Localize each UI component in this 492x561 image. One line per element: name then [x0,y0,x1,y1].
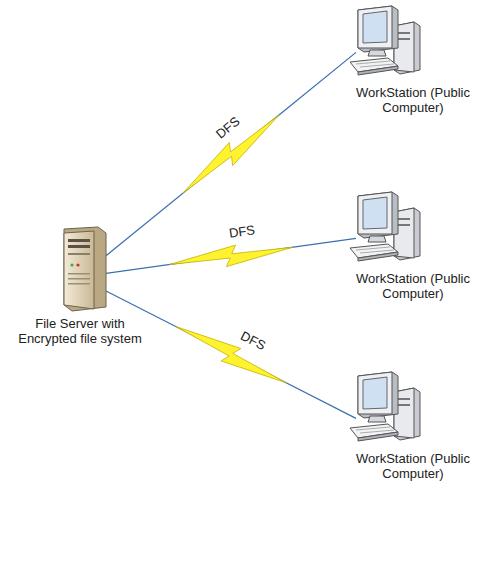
node-label: File Server with Encrypted file system [8,316,152,346]
link-label: DFS [237,328,270,354]
workstation: WorkStation (Public Computer) [338,190,488,301]
link-label: DFS [212,113,244,143]
workstation-icon [348,370,424,448]
node-label: WorkStation (Public Computer) [354,85,472,115]
workstation: WorkStation (Public Computer) [338,4,488,115]
file-server: File Server with Encrypted file system [8,225,152,346]
dfs-link [106,52,356,255]
server-icon [50,225,110,313]
workstation-icon [348,4,424,82]
workstation-icon [348,190,424,268]
dfs-link [106,238,356,273]
dfs-link [106,291,356,418]
node-label: WorkStation (Public Computer) [354,271,472,301]
link-label: DFS [226,223,258,241]
workstation: WorkStation (Public Computer) [338,370,488,481]
node-label: WorkStation (Public Computer) [354,451,472,481]
